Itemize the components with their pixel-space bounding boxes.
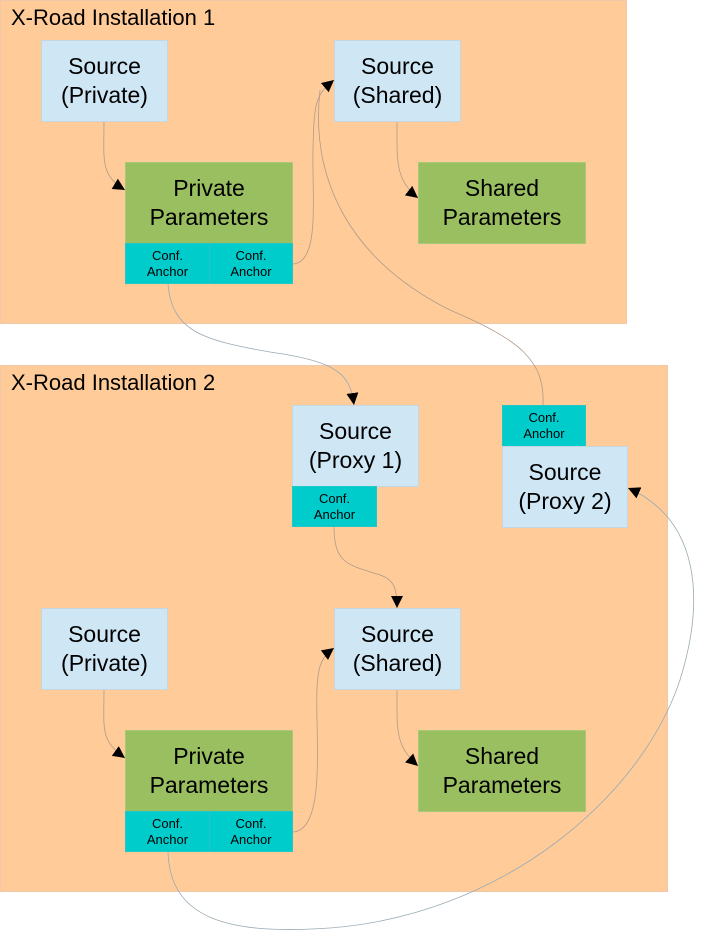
inst2-source-shared[interactable]: Source (Shared) <box>334 608 461 690</box>
inst1-shared-parameters[interactable]: Shared Parameters <box>418 162 586 244</box>
inst2-source-proxy2-label: Source (Proxy 2) <box>518 459 612 514</box>
inst2-anchor-right[interactable]: Conf. Anchor <box>209 811 293 852</box>
inst2-proxy2-anchor[interactable]: Conf. Anchor <box>502 405 586 447</box>
inst2-source-proxy1-label: Source (Proxy 1) <box>308 418 403 473</box>
inst1-source-shared-label: Source (Shared) <box>352 53 443 108</box>
inst2-private-parameters[interactable]: Private Parameters <box>125 730 293 812</box>
inst2-private-parameters-label: Private Parameters <box>149 743 269 798</box>
inst1-shared-parameters-label: Shared Parameters <box>442 175 562 230</box>
inst2-shared-parameters[interactable]: Shared Parameters <box>418 730 586 812</box>
inst2-shared-parameters-label: Shared Parameters <box>442 743 562 798</box>
inst2-source-shared-label: Source (Shared) <box>352 621 443 676</box>
inst1-anchor-left-label: Conf. Anchor <box>146 247 189 279</box>
installation-2-title: X-Road Installation 2 <box>11 370 216 395</box>
inst2-source-private[interactable]: Source (Private) <box>41 608 168 690</box>
inst2-source-private-label: Source (Private) <box>61 621 148 676</box>
inst2-source-proxy1[interactable]: Source (Proxy 1) <box>292 405 419 487</box>
inst1-private-parameters[interactable]: Private Parameters <box>125 162 293 244</box>
inst1-source-shared[interactable]: Source (Shared) <box>334 40 461 122</box>
inst1-anchor-right-label: Conf. Anchor <box>230 247 272 279</box>
inst2-anchor-left[interactable]: Conf. Anchor <box>125 811 210 852</box>
inst2-proxy2-anchor-label: Conf. Anchor <box>523 410 565 441</box>
inst2-anchor-right-label: Conf. Anchor <box>230 815 272 847</box>
inst1-source-private-label: Source (Private) <box>61 53 148 108</box>
inst1-private-parameters-label: Private Parameters <box>149 175 269 230</box>
inst2-anchor-left-label: Conf. Anchor <box>146 815 189 847</box>
inst1-source-private[interactable]: Source (Private) <box>41 40 168 122</box>
inst2-source-proxy2[interactable]: Source (Proxy 2) <box>502 446 628 528</box>
installation-1-title: X-Road Installation 1 <box>11 5 216 30</box>
inst1-anchor-right[interactable]: Conf. Anchor <box>209 243 293 284</box>
inst2-proxy1-anchor[interactable]: Conf. Anchor <box>292 486 377 527</box>
inst2-proxy1-anchor-label: Conf. Anchor <box>313 490 356 522</box>
inst1-anchor-left[interactable]: Conf. Anchor <box>125 243 210 284</box>
